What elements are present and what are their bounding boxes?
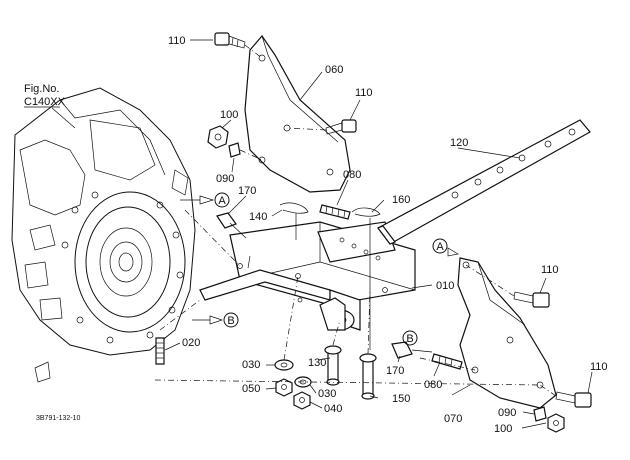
main-bracket-010 bbox=[199, 221, 416, 331]
side-bracket-060 bbox=[244, 35, 351, 193]
callout-170-lower: 170 bbox=[386, 365, 404, 377]
callout-080-lower: 080 bbox=[424, 379, 442, 391]
marker-B-left-text: B bbox=[227, 315, 234, 327]
bolt-110-right-upper bbox=[325, 119, 357, 135]
marker-A-left: A bbox=[180, 192, 230, 208]
callout-labels: 110 060 110 100 090 170 120 080 160 140 … bbox=[168, 35, 608, 435]
nut-100-upper bbox=[207, 125, 241, 158]
center-lines bbox=[154, 44, 557, 397]
drawbar-120 bbox=[377, 119, 591, 245]
bolt-110-top bbox=[214, 32, 246, 49]
callout-120: 120 bbox=[450, 137, 468, 149]
callout-100-upper: 100 bbox=[220, 109, 238, 121]
callout-060: 060 bbox=[325, 64, 343, 76]
washer-090-lower bbox=[533, 406, 547, 422]
callout-150: 150 bbox=[392, 393, 410, 405]
callout-080-upper: 080 bbox=[343, 169, 361, 181]
callout-110-upper-right: 110 bbox=[355, 87, 373, 99]
figure-ref-line1: Fig.No. bbox=[24, 83, 59, 95]
clip-pin-140 bbox=[279, 202, 309, 240]
marker-B-right: B bbox=[402, 330, 418, 346]
marker-A-left-text: A bbox=[218, 195, 226, 207]
callout-090-lower: 090 bbox=[498, 407, 516, 419]
callout-020: 020 bbox=[182, 337, 200, 349]
callout-100-lower: 100 bbox=[494, 423, 512, 435]
callout-130: 130 bbox=[308, 357, 326, 369]
callout-110-right-middle: 110 bbox=[541, 264, 559, 276]
bolt-110-right-middle bbox=[513, 291, 550, 308]
marker-B-right-text: B bbox=[406, 333, 413, 345]
bolt-170-upper bbox=[216, 212, 247, 239]
marker-A-right-text: A bbox=[436, 241, 444, 253]
pin-150 bbox=[359, 353, 377, 400]
washer-030-left bbox=[274, 359, 294, 371]
pin-130 bbox=[324, 345, 342, 386]
figure-ref-line2: C140XX bbox=[24, 96, 66, 108]
callout-030-left: 030 bbox=[242, 359, 260, 371]
leader-lines bbox=[164, 39, 593, 429]
bolt-170-lower bbox=[391, 341, 433, 359]
callout-170-upper: 170 bbox=[238, 185, 256, 197]
callout-070: 070 bbox=[444, 413, 462, 425]
transmission-housing bbox=[11, 87, 196, 383]
marker-B-left: B bbox=[192, 312, 239, 328]
callout-040: 040 bbox=[324, 403, 342, 415]
nut-040 bbox=[293, 391, 311, 410]
nut-050 bbox=[275, 378, 293, 397]
callout-030-right: 030 bbox=[318, 388, 336, 400]
callout-050: 050 bbox=[242, 383, 260, 395]
stud-020 bbox=[155, 337, 165, 365]
callout-160: 160 bbox=[392, 194, 410, 206]
callout-010: 010 bbox=[436, 280, 454, 292]
callout-110-right-lower: 110 bbox=[590, 361, 608, 373]
marker-A-right: A bbox=[432, 238, 459, 257]
callout-140: 140 bbox=[249, 211, 267, 223]
spring-pin-080-upper bbox=[319, 204, 351, 220]
callout-090-upper: 090 bbox=[216, 173, 234, 185]
callout-110-top: 110 bbox=[168, 35, 186, 47]
clip-pin-160 bbox=[351, 207, 381, 350]
drawing-code: 3B791-132-10 bbox=[36, 415, 80, 422]
nut-100-lower bbox=[547, 413, 565, 433]
figure-reference: Fig.No. C140XX bbox=[24, 83, 76, 129]
bolt-110-right-lower bbox=[555, 391, 592, 408]
